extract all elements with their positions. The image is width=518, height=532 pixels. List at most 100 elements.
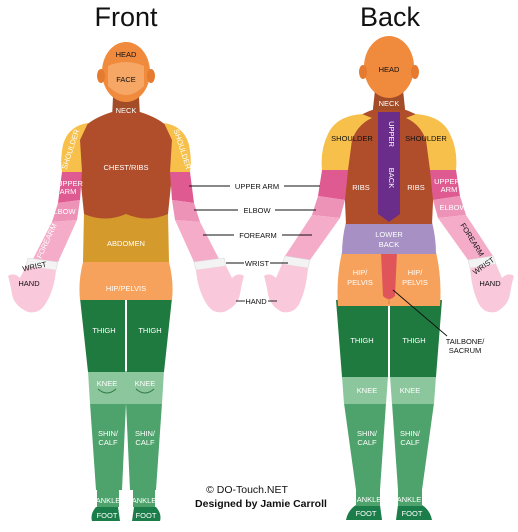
label-back-shoulder-left: SHOULDER — [331, 134, 373, 143]
label-back-shin-right-1: SHIN/ — [400, 429, 421, 438]
front-thigh-left — [80, 298, 125, 372]
label-back-upper-arm-2: ARM — [441, 185, 458, 194]
label-back-foot-right: FOOT — [402, 509, 423, 518]
label-back-hip-right-1: HIP/ — [408, 268, 424, 277]
back-head — [364, 36, 414, 98]
front-hip-pelvis — [79, 262, 173, 300]
callout-forearm-text: FOREARM — [239, 231, 277, 240]
label-front-upper-arm-2: ARM — [60, 187, 77, 196]
label-back-neck: NECK — [379, 99, 400, 108]
front-knee-left — [88, 371, 126, 404]
label-back-hand: HAND — [479, 279, 501, 288]
back-upper-arm-left — [318, 170, 348, 200]
front-forearm-right — [175, 220, 219, 262]
front-upper-arm-left — [58, 172, 82, 203]
label-front-foot-left: FOOT — [97, 511, 118, 520]
front-elbow-left — [52, 200, 80, 222]
back-ear-left — [359, 65, 367, 79]
front-upper-arm-right — [170, 172, 194, 203]
back-thigh-right — [390, 300, 442, 377]
label-front-hip: HIP/PELVIS — [106, 284, 146, 293]
back-lower-back — [342, 222, 436, 254]
label-front-abdomen: ABDOMEN — [107, 239, 145, 248]
label-front-knee-right: KNEE — [135, 379, 155, 388]
back-foot-right — [396, 505, 432, 520]
front-hand-left — [8, 266, 56, 313]
callout-hand: HAND — [236, 297, 277, 306]
label-front-face: FACE — [116, 75, 136, 84]
back-ear-right — [411, 65, 419, 79]
back-elbow-left — [312, 196, 345, 218]
label-front-chest: CHEST/RIBS — [103, 163, 148, 172]
label-back-ribs-left: RIBS — [352, 183, 370, 192]
front-face — [108, 62, 144, 95]
label-front-hand: HAND — [18, 279, 40, 288]
front-elbow-right — [172, 200, 200, 222]
credit-designer: Designed by Jamie Carroll — [195, 498, 327, 510]
front-chest-ribs — [77, 112, 175, 219]
label-back-hip-left-1: HIP/ — [353, 268, 369, 277]
label-back-hip-left-2: PELVIS — [347, 278, 373, 287]
back-hand-left — [264, 264, 308, 313]
back-upper-arm-right — [430, 170, 460, 200]
callout-wrist: WRIST — [226, 259, 288, 268]
label-front-foot-right: FOOT — [136, 511, 157, 520]
label-front-head: HEAD — [116, 50, 137, 59]
label-front-thigh-left: THIGH — [92, 326, 115, 335]
label-back-ankle-right: ANKLE — [397, 495, 422, 504]
callout-tailbone: TAILBONE/ SACRUM — [392, 289, 486, 355]
front-knee-right — [126, 371, 164, 404]
label-back-shin-right-2: CALF — [400, 438, 420, 447]
callout-tailbone-text-2: SACRUM — [449, 346, 482, 355]
front-thigh-right — [127, 298, 172, 372]
callout-wrist-text: WRIST — [245, 259, 270, 268]
label-back-elbow: ELBOW — [439, 203, 467, 212]
front-title: Front — [94, 2, 158, 32]
label-front-shin-left-2: CALF — [98, 438, 118, 447]
label-front-thigh-right: THIGH — [138, 326, 161, 335]
back-thigh-left — [336, 300, 388, 377]
label-back-lower-2: BACK — [379, 240, 399, 249]
front-forearm-left — [33, 220, 77, 262]
callout-elbow: ELBOW — [194, 206, 316, 215]
label-front-shin-left-1: SHIN/ — [98, 429, 119, 438]
back-hand-right — [470, 264, 514, 313]
label-back-lower-1: LOWER — [375, 230, 403, 239]
back-shin-left — [344, 403, 386, 490]
label-front-knee-left: KNEE — [97, 379, 117, 388]
front-figure — [8, 42, 244, 521]
back-knee-right — [390, 376, 436, 404]
callout-tailbone-text-1: TAILBONE/ — [446, 337, 486, 346]
front-ear-right — [147, 69, 155, 83]
front-foot-right — [132, 507, 161, 521]
back-upper-back — [378, 112, 400, 222]
back-forearm-left — [285, 215, 340, 260]
callout-elbow-text: ELBOW — [243, 206, 271, 215]
label-back-shin-left-2: CALF — [357, 438, 377, 447]
label-front-upper-arm-1: UPPER — [57, 179, 83, 188]
front-shin-right — [126, 403, 162, 490]
front-shoulder-right — [164, 123, 191, 172]
label-back-knee-right: KNEE — [400, 386, 420, 395]
label-back-back-word: BACK — [387, 168, 396, 188]
callout-upper-arm-text: UPPER ARM — [235, 182, 279, 191]
back-ankle-left — [356, 489, 380, 506]
credit-copyright: © DO-Touch.NET — [206, 484, 288, 496]
label-back-ankle-left: ANKLE — [357, 495, 382, 504]
front-kneecap-left — [97, 388, 117, 394]
back-figure — [264, 36, 514, 520]
label-back-thigh-right: THIGH — [402, 336, 425, 345]
label-front-ankle-left: ANKLE — [96, 496, 121, 505]
callout-hand-text: HAND — [245, 297, 267, 306]
callout-forearm: FOREARM — [203, 231, 312, 240]
front-ear-left — [97, 69, 105, 83]
label-back-shoulder-right: SHOULDER — [405, 134, 447, 143]
front-shoulder-left — [61, 123, 88, 172]
front-ankle-left — [97, 489, 119, 507]
back-ankle-right — [398, 489, 422, 506]
front-hand-right — [196, 266, 244, 313]
back-title: Back — [360, 2, 421, 32]
label-front-neck: NECK — [116, 106, 137, 115]
